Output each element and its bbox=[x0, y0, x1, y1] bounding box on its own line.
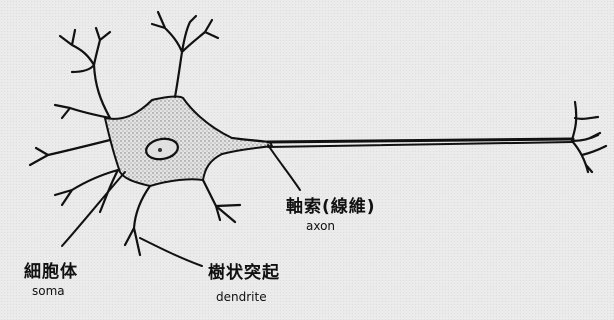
dendrite-upper-left bbox=[55, 28, 110, 118]
dendrite-label-en: dendrite bbox=[216, 290, 267, 304]
dendrite-label-ja: 樹状突起 bbox=[208, 258, 280, 283]
cell-body bbox=[105, 97, 272, 186]
dendrite-left bbox=[30, 140, 118, 212]
axon bbox=[268, 139, 573, 142]
soma-leader-line bbox=[62, 172, 125, 246]
dendrite-lower bbox=[125, 180, 240, 255]
soma-label-en: soma bbox=[32, 284, 65, 298]
nucleolus bbox=[158, 148, 162, 152]
axon-leader-line bbox=[268, 145, 300, 190]
soma-label-ja: 細胞体 bbox=[24, 257, 78, 282]
dendrite-upper bbox=[152, 12, 218, 97]
axon-terminal bbox=[572, 102, 606, 172]
axon-label-en: axon bbox=[306, 219, 335, 233]
axon-label-ja: 軸索(線維) bbox=[286, 192, 376, 217]
dendrite-leader-line bbox=[140, 238, 202, 266]
